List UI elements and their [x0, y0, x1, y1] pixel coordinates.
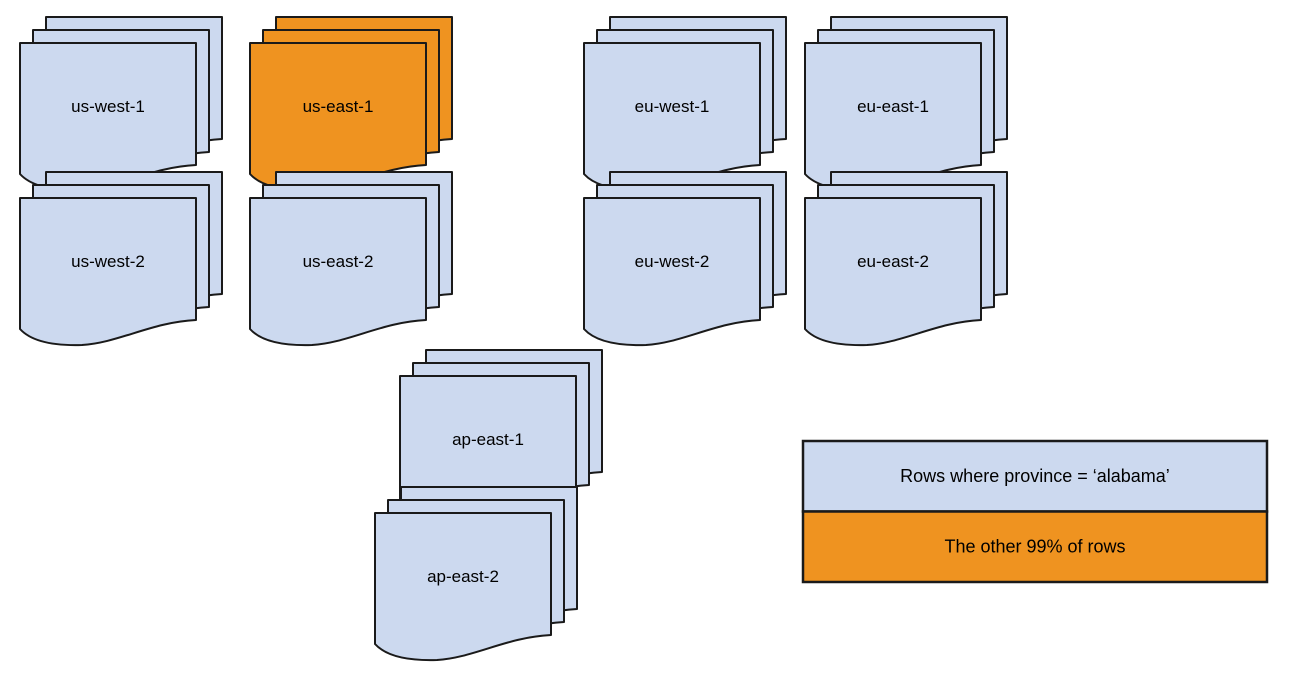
document-front-us-east-2 [249, 197, 427, 347]
document-front-us-west-1 [19, 42, 197, 192]
document-stack-eu-west-2[interactable]: eu-west-2 [583, 171, 787, 347]
document-stack-eu-east-2[interactable]: eu-east-2 [804, 171, 1008, 347]
stack-label-us-west-2: us-west-2 [71, 252, 145, 271]
legend-swatch-legend-other-rows [801, 510, 1269, 584]
stack-label-eu-east-2: eu-east-2 [857, 252, 929, 271]
document-stack-us-east-1[interactable]: us-east-1 [249, 16, 453, 192]
stack-label-us-east-2: us-east-2 [303, 252, 374, 271]
legend-swatch-legend-rows-alabama [801, 439, 1269, 513]
document-stack-us-west-1[interactable]: us-west-1 [19, 16, 223, 192]
document-front-ap-east-2 [374, 512, 552, 662]
document-front-eu-east-2 [804, 197, 982, 347]
stack-label-eu-west-1: eu-west-1 [635, 97, 710, 116]
document-front-eu-west-2 [583, 197, 761, 347]
stack-label-us-east-1: us-east-1 [303, 97, 374, 116]
document-stack-us-east-2[interactable]: us-east-2 [249, 171, 453, 347]
stacks-layer: us-west-1 us-east-1 eu-west-1 eu-east-1 us-w… [19, 16, 1008, 662]
document-stack-eu-east-1[interactable]: eu-east-1 [804, 16, 1008, 192]
stack-label-ap-east-1: ap-east-1 [452, 430, 524, 449]
document-stack-ap-east-2[interactable]: ap-east-2 [374, 486, 578, 662]
stack-label-eu-east-1: eu-east-1 [857, 97, 929, 116]
document-stack-eu-west-1[interactable]: eu-west-1 [583, 16, 787, 192]
document-front-us-west-2 [19, 197, 197, 347]
legend-label-legend-rows-alabama: Rows where province = ‘alabama’ [900, 466, 1170, 486]
document-stack-us-west-2[interactable]: us-west-2 [19, 171, 223, 347]
legend-label-legend-other-rows: The other 99% of rows [944, 537, 1125, 557]
document-front-us-east-1 [249, 42, 427, 192]
document-front-eu-west-1 [583, 42, 761, 192]
stack-label-eu-west-2: eu-west-2 [635, 252, 710, 271]
legend-box: Rows where province = ‘alabama’ The other… [801, 439, 1269, 584]
stack-label-ap-east-2: ap-east-2 [427, 567, 499, 586]
document-front-eu-east-1 [804, 42, 982, 192]
stack-label-us-west-1: us-west-1 [71, 97, 145, 116]
